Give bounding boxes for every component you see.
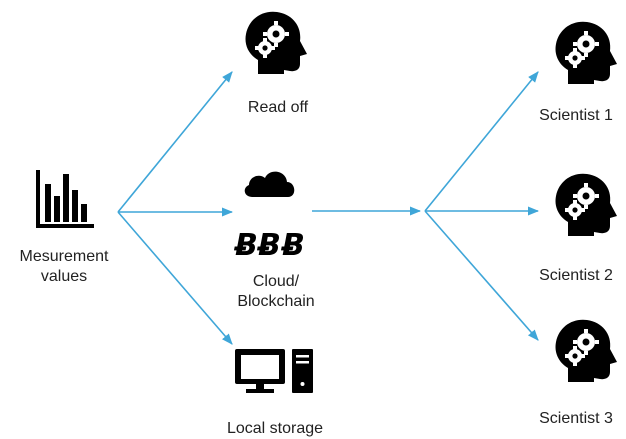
arrow-to-local-storage — [117, 211, 233, 345]
arrow-to-scientist-3 — [424, 210, 539, 341]
bitcoin-icon: Ƀ Ƀ Ƀ — [233, 228, 305, 263]
scientist-1-label: Scientist 1 — [539, 107, 613, 124]
cloud-label-line2: Blockchain — [237, 293, 315, 310]
read-off-head-gears-icon — [245, 11, 307, 74]
local-storage-label: Local storage — [226, 420, 324, 437]
svg-text:Ƀ: Ƀ — [280, 228, 305, 263]
scientist-2-label: Scientist 2 — [539, 267, 613, 284]
source-label-line2: values — [40, 268, 88, 285]
svg-text:Ƀ: Ƀ — [233, 228, 258, 263]
bar-chart-icon — [36, 170, 94, 228]
computer-icon — [235, 349, 313, 393]
cloud-icon — [244, 171, 295, 197]
source-label-line1: Mesurement — [19, 248, 109, 265]
arrow-to-scientist-1 — [424, 71, 539, 212]
arrow-to-read-off — [117, 71, 233, 213]
svg-text:Ƀ: Ƀ — [256, 228, 281, 263]
cloud-label-line1: Cloud/ — [252, 273, 300, 290]
arrow-group — [117, 71, 540, 345]
scientist-2-head-gears-icon — [555, 173, 617, 236]
source-label: Mesurement values — [4, 247, 124, 287]
scientist-3-label: Scientist 3 — [539, 410, 613, 427]
scientist-1-head-gears-icon — [555, 21, 617, 84]
scientist-3-head-gears-icon — [555, 319, 617, 382]
cloud-label: Cloud/ Blockchain — [216, 272, 336, 312]
read-off-label: Read off — [247, 99, 309, 116]
